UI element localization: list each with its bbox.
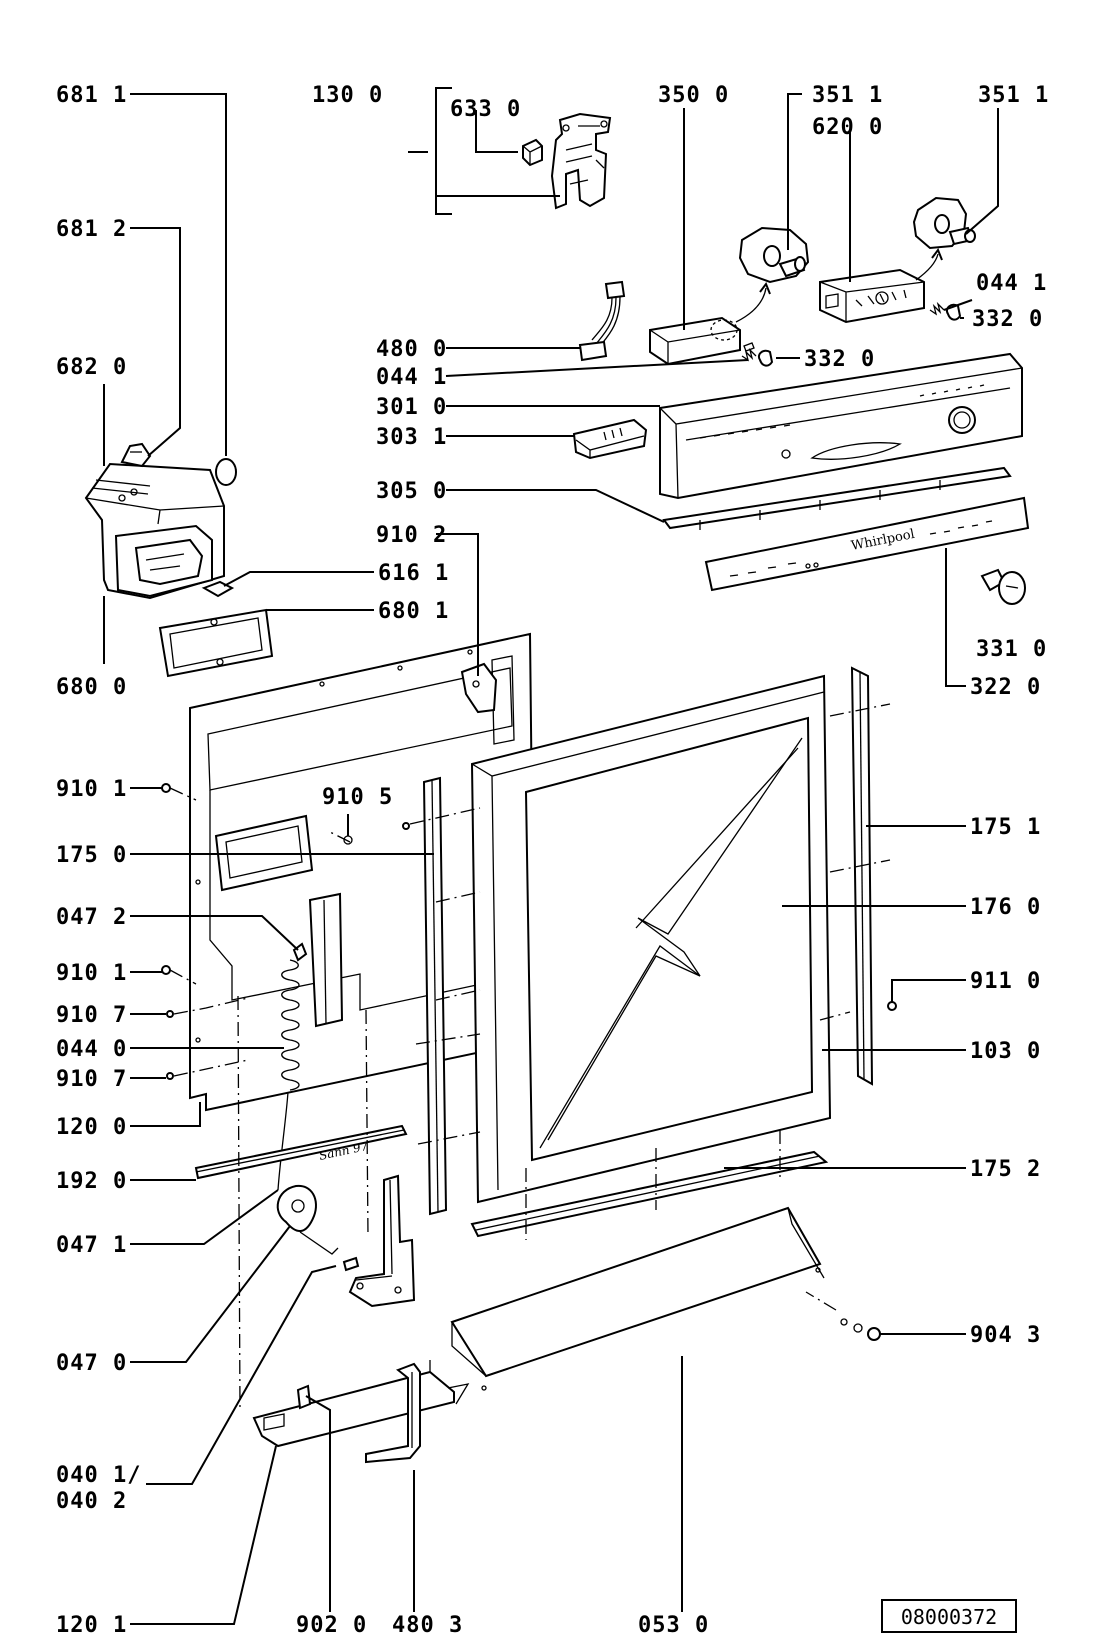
part-040-hinge-bracket [342,1174,416,1308]
screws-910 [161,783,897,1080]
label-480-0: 480 0 [376,337,447,362]
label-904-3: 904 3 [970,1323,1041,1348]
label-303-1: 303 1 [376,425,447,450]
label-047-1: 047 1 [56,1233,127,1258]
part-682-dispenser [84,462,225,600]
label-910-1-a: 910 1 [56,777,127,802]
part-305-strip [662,466,1012,530]
part-175-1-side-strip [850,666,874,1086]
label-047-0: 047 0 [56,1351,127,1376]
label-175-0: 175 0 [56,843,127,868]
label-911-0: 911 0 [970,969,1041,994]
label-040-1: 040 1/ [56,1463,141,1488]
part-480-wiring-harness [578,280,626,362]
label-681-2: 681 2 [56,217,127,242]
label-910-5: 910 5 [322,785,393,810]
part-301-control-panel [659,352,1023,500]
part-303-handle [572,418,648,460]
label-040-2: 040 2 [56,1489,127,1514]
label-044-1-a: 044 1 [976,271,1047,296]
part-322-decor-panel: Whirlpool [704,496,1030,592]
label-480-3: 480 3 [392,1613,463,1638]
part-633-clip [522,138,543,167]
label-130-0: 130 0 [312,83,383,108]
part-044-0-spring [281,942,308,1091]
part-331-knob [980,568,1026,605]
part-labels: 681 1 130 0 633 0 350 0 351 1 620 0 351 … [56,83,1049,1638]
label-192-0: 192 0 [56,1169,127,1194]
label-616-1: 616 1 [378,561,449,586]
label-176-0: 176 0 [970,895,1041,920]
label-350-0: 350 0 [658,83,729,108]
part-902-clip [296,1384,312,1410]
part-047-1-cable [277,1091,289,1191]
label-120-0: 120 0 [56,1115,127,1140]
label-910-7-a: 910 7 [56,1003,127,1028]
diagram-reference-number: 08000372 [901,1605,997,1629]
label-681-1: 681 1 [56,83,127,108]
part-620-programmer [819,247,943,324]
part-044-332-spring-cap-left [741,347,774,367]
assembly-dash-lines [169,703,891,1411]
label-633-0: 633 0 [450,97,521,122]
part-681-2-latch [120,442,152,468]
label-351-1-a: 351 1 [812,83,883,108]
part-680-1-gasket [158,608,274,678]
label-331-0: 331 0 [976,637,1047,662]
diagram-reference-box: 08000372 [881,1599,1017,1633]
part-120-1-lower-plate [252,1360,470,1448]
part-130-door-lock [550,112,612,210]
label-332-0-a: 332 0 [972,307,1043,332]
label-103-0: 103 0 [970,1039,1041,1064]
part-351-knob-plate-right [912,196,976,250]
label-301-0: 301 0 [376,395,447,420]
label-682-0: 682 0 [56,355,127,380]
label-620-0: 620 0 [812,115,883,140]
part-047-0-pulley [276,1184,339,1255]
part-351-knob-plate-left [738,226,810,284]
part-350-control-board [649,281,771,366]
label-175-2: 175 2 [970,1157,1041,1182]
part-681-1-disc [215,458,237,486]
label-044-0: 044 0 [56,1037,127,1062]
label-910-2: 910 2 [376,523,447,548]
label-120-1: 120 1 [56,1613,127,1638]
label-053-0: 053 0 [638,1613,709,1638]
leader-lines [103,87,999,1625]
label-680-0: 680 0 [56,675,127,700]
label-044-1-b: 044 1 [376,365,447,390]
part-120-inner-door: Sann 97 [189,632,536,1163]
label-680-1: 680 1 [378,599,449,624]
label-305-0: 305 0 [376,479,447,504]
part-176-decor-panel [539,737,803,1149]
label-332-0-b: 332 0 [804,347,875,372]
part-053-toe-kick [450,1206,825,1391]
label-047-2: 047 2 [56,905,127,930]
part-480-3-bracket [365,1362,421,1464]
label-351-1-b: 351 1 [978,83,1049,108]
part-904-3-screw [840,1318,881,1341]
part-192-bottom-seal [194,1124,408,1180]
label-910-7-b: 910 7 [56,1067,127,1092]
label-910-1-b: 910 1 [56,961,127,986]
part-103-outer-door-frame [470,674,832,1204]
label-902-0: 902 0 [296,1613,367,1638]
label-175-1: 175 1 [970,815,1041,840]
label-322-0: 322 0 [970,675,1041,700]
